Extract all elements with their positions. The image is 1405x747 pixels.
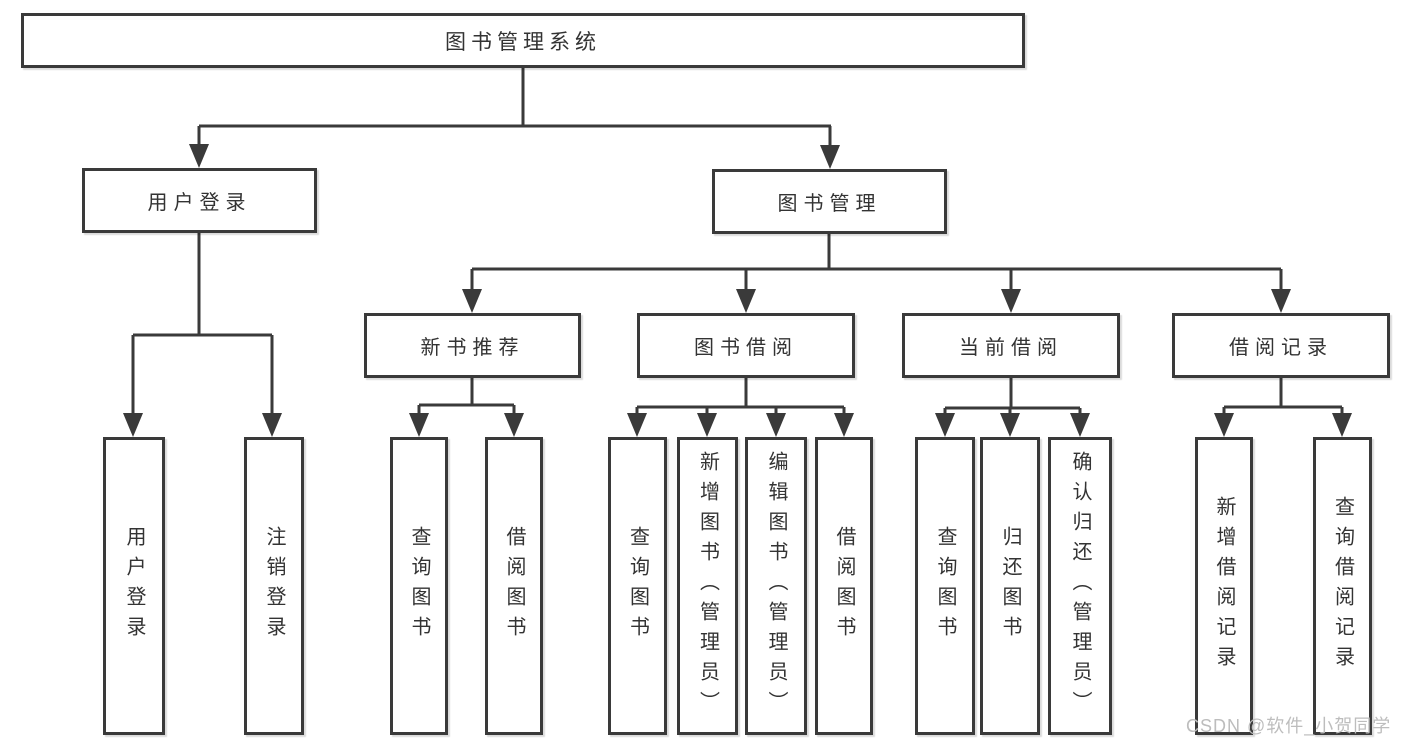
node-edit-book-admin: 编辑图书（管理员） [745,437,807,735]
node-query-books-borrow-label: 查询图书 [626,526,649,646]
node-borrow-records: 借阅记录 [1172,313,1390,378]
node-borrow-records-label: 借阅记录 [1229,337,1333,359]
node-new-book-recommend: 新书推荐 [364,313,581,378]
node-logout-leaf: 注销登录 [244,437,304,735]
node-borrow-books-recommend: 借阅图书 [485,437,543,735]
node-add-book-admin: 新增图书（管理员） [677,437,738,735]
node-query-books-recommend-label: 查询图书 [408,526,430,646]
node-borrow-books-leaf-label: 借阅图书 [833,526,855,646]
node-edit-book-admin-label: 编辑图书（管理员） [765,451,787,721]
node-confirm-return-admin: 确认归还（管理员） [1048,437,1112,735]
node-query-books-borrow: 查询图书 [608,437,667,735]
node-user-login-label: 用户登录 [147,192,252,214]
node-book-management: 图书管理 [712,169,947,234]
node-query-books-current: 查询图书 [915,437,975,735]
node-new-book-recommend-label: 新书推荐 [420,337,525,359]
node-book-management-label: 图书管理 [777,193,882,215]
node-current-borrow: 当前借阅 [902,313,1120,378]
node-borrow-books-leaf: 借阅图书 [815,437,873,735]
node-add-book-admin-label: 新增图书（管理员） [696,451,719,721]
node-confirm-return-admin-label: 确认归还（管理员） [1069,451,1091,721]
node-library-system-label: 图书管理系统 [445,30,601,54]
node-user-login: 用户登录 [82,168,317,233]
node-query-borrow-record-label: 查询借阅记录 [1331,496,1354,676]
node-add-borrow-record-label: 新增借阅记录 [1213,496,1235,676]
arrowhead-icons [123,144,1352,437]
node-borrow-books-recommend-label: 借阅图书 [503,526,525,646]
node-return-book-label: 归还图书 [999,526,1021,646]
node-add-borrow-record: 新增借阅记录 [1195,437,1253,735]
watermark: CSDN @软件_小贺同学 [1186,716,1392,736]
node-query-books-recommend: 查询图书 [390,437,448,735]
node-user-login-leaf-label: 用户登录 [123,526,145,646]
node-query-borrow-record: 查询借阅记录 [1313,437,1372,735]
node-library-system: 图书管理系统 [21,13,1025,68]
node-book-borrow-label: 图书借阅 [694,337,798,359]
node-current-borrow-label: 当前借阅 [959,337,1063,359]
node-query-books-current-label: 查询图书 [934,526,956,646]
node-book-borrow: 图书借阅 [637,313,855,378]
node-logout-leaf-label: 注销登录 [263,526,285,646]
node-user-login-leaf: 用户登录 [103,437,165,735]
node-return-book: 归还图书 [980,437,1040,735]
